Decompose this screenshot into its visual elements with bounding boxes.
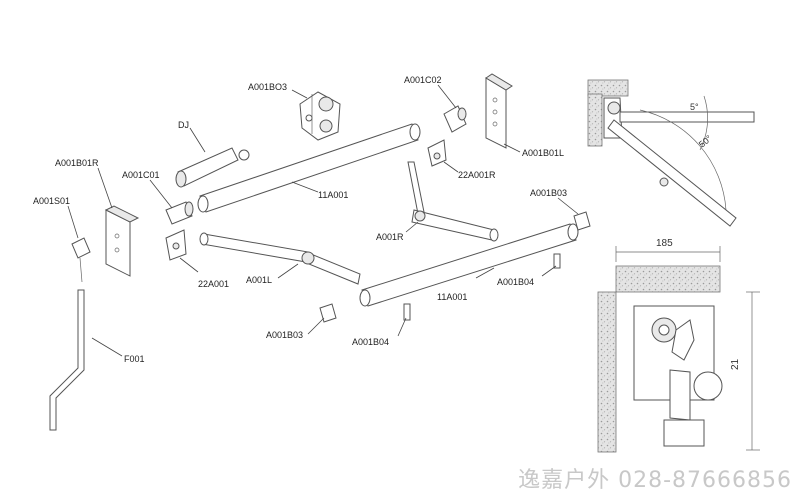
label-dj: DJ	[178, 120, 189, 130]
part-a001b01r	[104, 205, 140, 277]
leader-a001c01	[149, 179, 173, 209]
dimension-detail-view: 185 21	[597, 238, 760, 453]
label-22a001: 22A001	[198, 279, 229, 289]
part-a001bo3	[299, 91, 341, 141]
part-a001b04-right	[553, 253, 561, 269]
label-a001c02: A001C02	[404, 75, 442, 85]
leader-a001b04-left	[397, 317, 407, 337]
leader-a001b01r	[97, 167, 113, 209]
part-a001b03-right	[573, 211, 591, 231]
leader-a001s01	[67, 205, 79, 239]
part-a001s01	[71, 237, 91, 283]
label-a001r: A001R	[376, 232, 404, 242]
leader-a001b03-left	[307, 317, 325, 335]
label-a001l: A001L	[246, 275, 272, 285]
leader-a001bo3	[291, 89, 308, 99]
label-a001bo3: A001BO3	[248, 82, 287, 92]
label-a001b04-left: A001B04	[352, 337, 389, 347]
label-a001s01: A001S01	[33, 196, 70, 206]
label-a001c01: A001C01	[122, 170, 160, 180]
part-a001c02	[443, 105, 467, 133]
label-a001b03-right: A001B03	[530, 188, 567, 198]
leader-22a001	[179, 257, 199, 273]
part-a001c01	[165, 201, 194, 225]
angle-small-label: 5°	[690, 102, 699, 112]
width-dimension-label: 185	[656, 238, 673, 249]
part-11a001-top	[197, 123, 421, 213]
part-a001b04-left	[403, 303, 411, 321]
part-a001r	[407, 161, 499, 242]
angle-large-label: 50°	[697, 133, 714, 150]
part-22a001	[165, 229, 187, 261]
label-11a001-bottom: 11A001	[437, 292, 467, 302]
label-a001b01r: A001B01R	[55, 158, 99, 168]
part-a001l	[199, 232, 361, 285]
leader-11a001-top	[291, 181, 319, 193]
label-22a001r: 22A001R	[458, 170, 496, 180]
part-11a001-bottom	[359, 223, 579, 307]
label-a001b03-left: A001B03	[266, 330, 303, 340]
angle-detail-view: 5° 50°	[587, 79, 755, 227]
label-11a001-top: 11A001	[318, 190, 348, 200]
leader-a001r	[405, 221, 419, 233]
leader-f001	[91, 337, 123, 357]
leader-a001b04-right	[541, 265, 557, 277]
part-dj	[175, 147, 250, 188]
label-a001b04-right: A001B04	[497, 277, 534, 287]
part-a001b01l	[485, 73, 513, 149]
leader-22a001r	[443, 161, 459, 173]
part-22a001r	[427, 139, 447, 167]
leader-a001b01l	[503, 143, 521, 153]
leader-a001b03-right	[557, 197, 579, 215]
watermark: 逸嘉户外 028-87666856	[518, 468, 792, 493]
height-dimension-label: 21	[730, 358, 741, 370]
label-f001: F001	[124, 354, 145, 364]
leader-dj	[189, 127, 206, 153]
leader-a001c02	[437, 84, 457, 109]
part-a001b03-left	[319, 303, 337, 323]
leader-a001l	[277, 263, 299, 279]
leader-11a001-bottom	[475, 267, 495, 279]
label-a001b01l: A001B01L	[522, 148, 564, 158]
part-f001	[49, 289, 85, 431]
